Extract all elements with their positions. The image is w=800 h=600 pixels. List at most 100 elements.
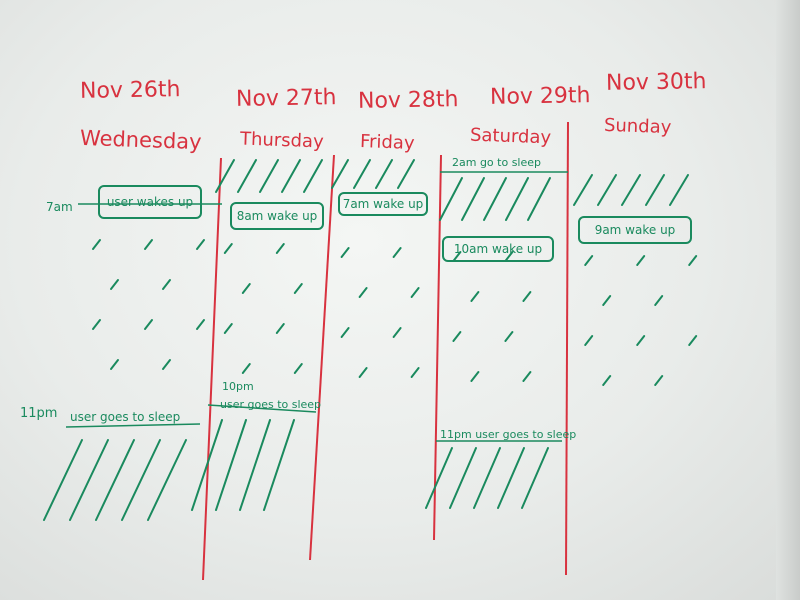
awake-tick-stroke xyxy=(522,291,532,302)
divider-wed-thu xyxy=(202,157,222,581)
awake-tick-stroke xyxy=(636,335,646,346)
sleep-hatch-stroke xyxy=(263,419,295,511)
awake-tick-stroke xyxy=(410,367,420,378)
sleep-hatch-stroke xyxy=(439,177,463,221)
sleep-hatch-stroke xyxy=(239,419,271,511)
sleep-hatch-stroke xyxy=(449,447,477,509)
awake-tick-stroke xyxy=(223,243,233,254)
date-wed: Nov 26th xyxy=(79,77,181,104)
sleep-hatch-stroke xyxy=(375,159,393,189)
awake-tick-stroke xyxy=(358,367,368,378)
awake-tick-stroke xyxy=(293,283,303,294)
awake-tick-stroke xyxy=(92,319,101,330)
awake-tick-stroke xyxy=(340,247,350,258)
thu-sleep-line xyxy=(207,404,317,413)
awake-tick-stroke xyxy=(688,255,698,266)
sleep-hatch-stroke xyxy=(597,174,617,206)
sleep-hatch-stroke xyxy=(505,177,529,221)
time-thu-sleep: 10pm xyxy=(222,380,254,393)
sleep-hatch-stroke xyxy=(483,177,507,221)
awake-tick-stroke xyxy=(688,335,698,346)
sleep-hatch-stroke xyxy=(121,439,161,521)
awake-tick-stroke xyxy=(584,335,594,346)
weekday-thu: Thursday xyxy=(239,128,325,153)
awake-tick-stroke xyxy=(275,323,285,334)
awake-tick-stroke xyxy=(358,287,368,298)
awake-tick-stroke xyxy=(602,375,612,386)
awake-tick-stroke xyxy=(241,363,251,374)
awake-tick-stroke xyxy=(162,359,171,370)
date-sat: Nov 29th xyxy=(489,83,591,110)
awake-tick-stroke xyxy=(584,255,594,266)
divider-sat-sun xyxy=(565,121,569,576)
divider-thu-fri xyxy=(309,154,335,561)
awake-tick-stroke xyxy=(602,295,612,306)
wed-sleep-line xyxy=(65,423,201,428)
awake-tick-stroke xyxy=(223,323,233,334)
sleep-hatch-stroke xyxy=(425,447,453,509)
awake-tick-stroke xyxy=(110,359,119,370)
awake-tick-stroke xyxy=(275,243,285,254)
awake-tick-stroke xyxy=(636,255,646,266)
awake-tick-stroke xyxy=(522,371,532,382)
awake-tick-stroke xyxy=(340,327,350,338)
weekday-sat: Saturday xyxy=(469,124,552,149)
event-wed-sleep: user goes to sleep xyxy=(70,410,181,424)
awake-tick-stroke xyxy=(144,239,153,250)
weekday-wed: Wednesday xyxy=(79,125,202,155)
sleep-hatch-stroke xyxy=(353,159,371,189)
sleep-hatch-stroke xyxy=(281,159,301,193)
event-sun-wake: 9am wake up xyxy=(578,216,692,244)
awake-tick-stroke xyxy=(470,371,480,382)
awake-tick-stroke xyxy=(241,283,251,294)
sleep-hatch-stroke xyxy=(621,174,641,206)
sleep-hatch-stroke xyxy=(331,159,349,189)
event-sat-sleep-early: 2am go to sleep xyxy=(452,156,542,169)
awake-tick-stroke xyxy=(162,279,171,290)
event-thu-sleep: user goes to sleep xyxy=(220,398,322,411)
awake-tick-stroke xyxy=(504,331,514,342)
sleep-hatch-stroke xyxy=(669,174,689,206)
awake-tick-stroke xyxy=(452,331,462,342)
sleep-hatch-stroke xyxy=(69,439,109,521)
awake-tick-stroke xyxy=(196,319,205,330)
board-frame xyxy=(776,0,800,600)
sleep-hatch-stroke xyxy=(237,159,257,193)
sleep-hatch-stroke xyxy=(497,447,525,509)
date-fri: Nov 28th xyxy=(357,87,459,114)
event-fri-wake: 7am wake up xyxy=(338,192,428,216)
sleep-hatch-stroke xyxy=(259,159,279,193)
awake-tick-stroke xyxy=(392,327,402,338)
weekday-fri: Friday xyxy=(359,131,415,154)
sleep-hatch-stroke xyxy=(95,439,135,521)
sleep-hatch-stroke xyxy=(461,177,485,221)
time-wed-wake: 7am xyxy=(46,200,73,214)
sleep-hatch-stroke xyxy=(215,419,247,511)
sleep-hatch-stroke xyxy=(527,177,551,221)
awake-tick-stroke xyxy=(392,247,402,258)
sleep-hatch-stroke xyxy=(645,174,665,206)
sleep-hatch-stroke xyxy=(147,439,187,521)
sleep-hatch-stroke xyxy=(215,159,235,193)
awake-tick-stroke xyxy=(110,279,119,290)
awake-tick-stroke xyxy=(654,295,664,306)
date-sun: Nov 30th xyxy=(605,69,707,96)
weekday-sun: Sunday xyxy=(603,114,672,139)
awake-tick-stroke xyxy=(504,251,514,262)
sleep-hatch-stroke xyxy=(521,447,549,509)
awake-tick-stroke xyxy=(293,363,303,374)
sleep-hatch-stroke xyxy=(303,159,323,193)
awake-tick-stroke xyxy=(92,239,101,250)
awake-tick-stroke xyxy=(654,375,664,386)
sleep-hatch-stroke xyxy=(573,174,593,206)
sleep-hatch-stroke xyxy=(473,447,501,509)
awake-tick-stroke xyxy=(470,291,480,302)
date-thu: Nov 27th xyxy=(235,85,337,112)
event-sat-wake: 10am wake up xyxy=(442,236,554,262)
event-thu-wake: 8am wake up xyxy=(230,202,324,230)
event-sat-sleep: 11pm user goes to sleep xyxy=(440,428,577,441)
